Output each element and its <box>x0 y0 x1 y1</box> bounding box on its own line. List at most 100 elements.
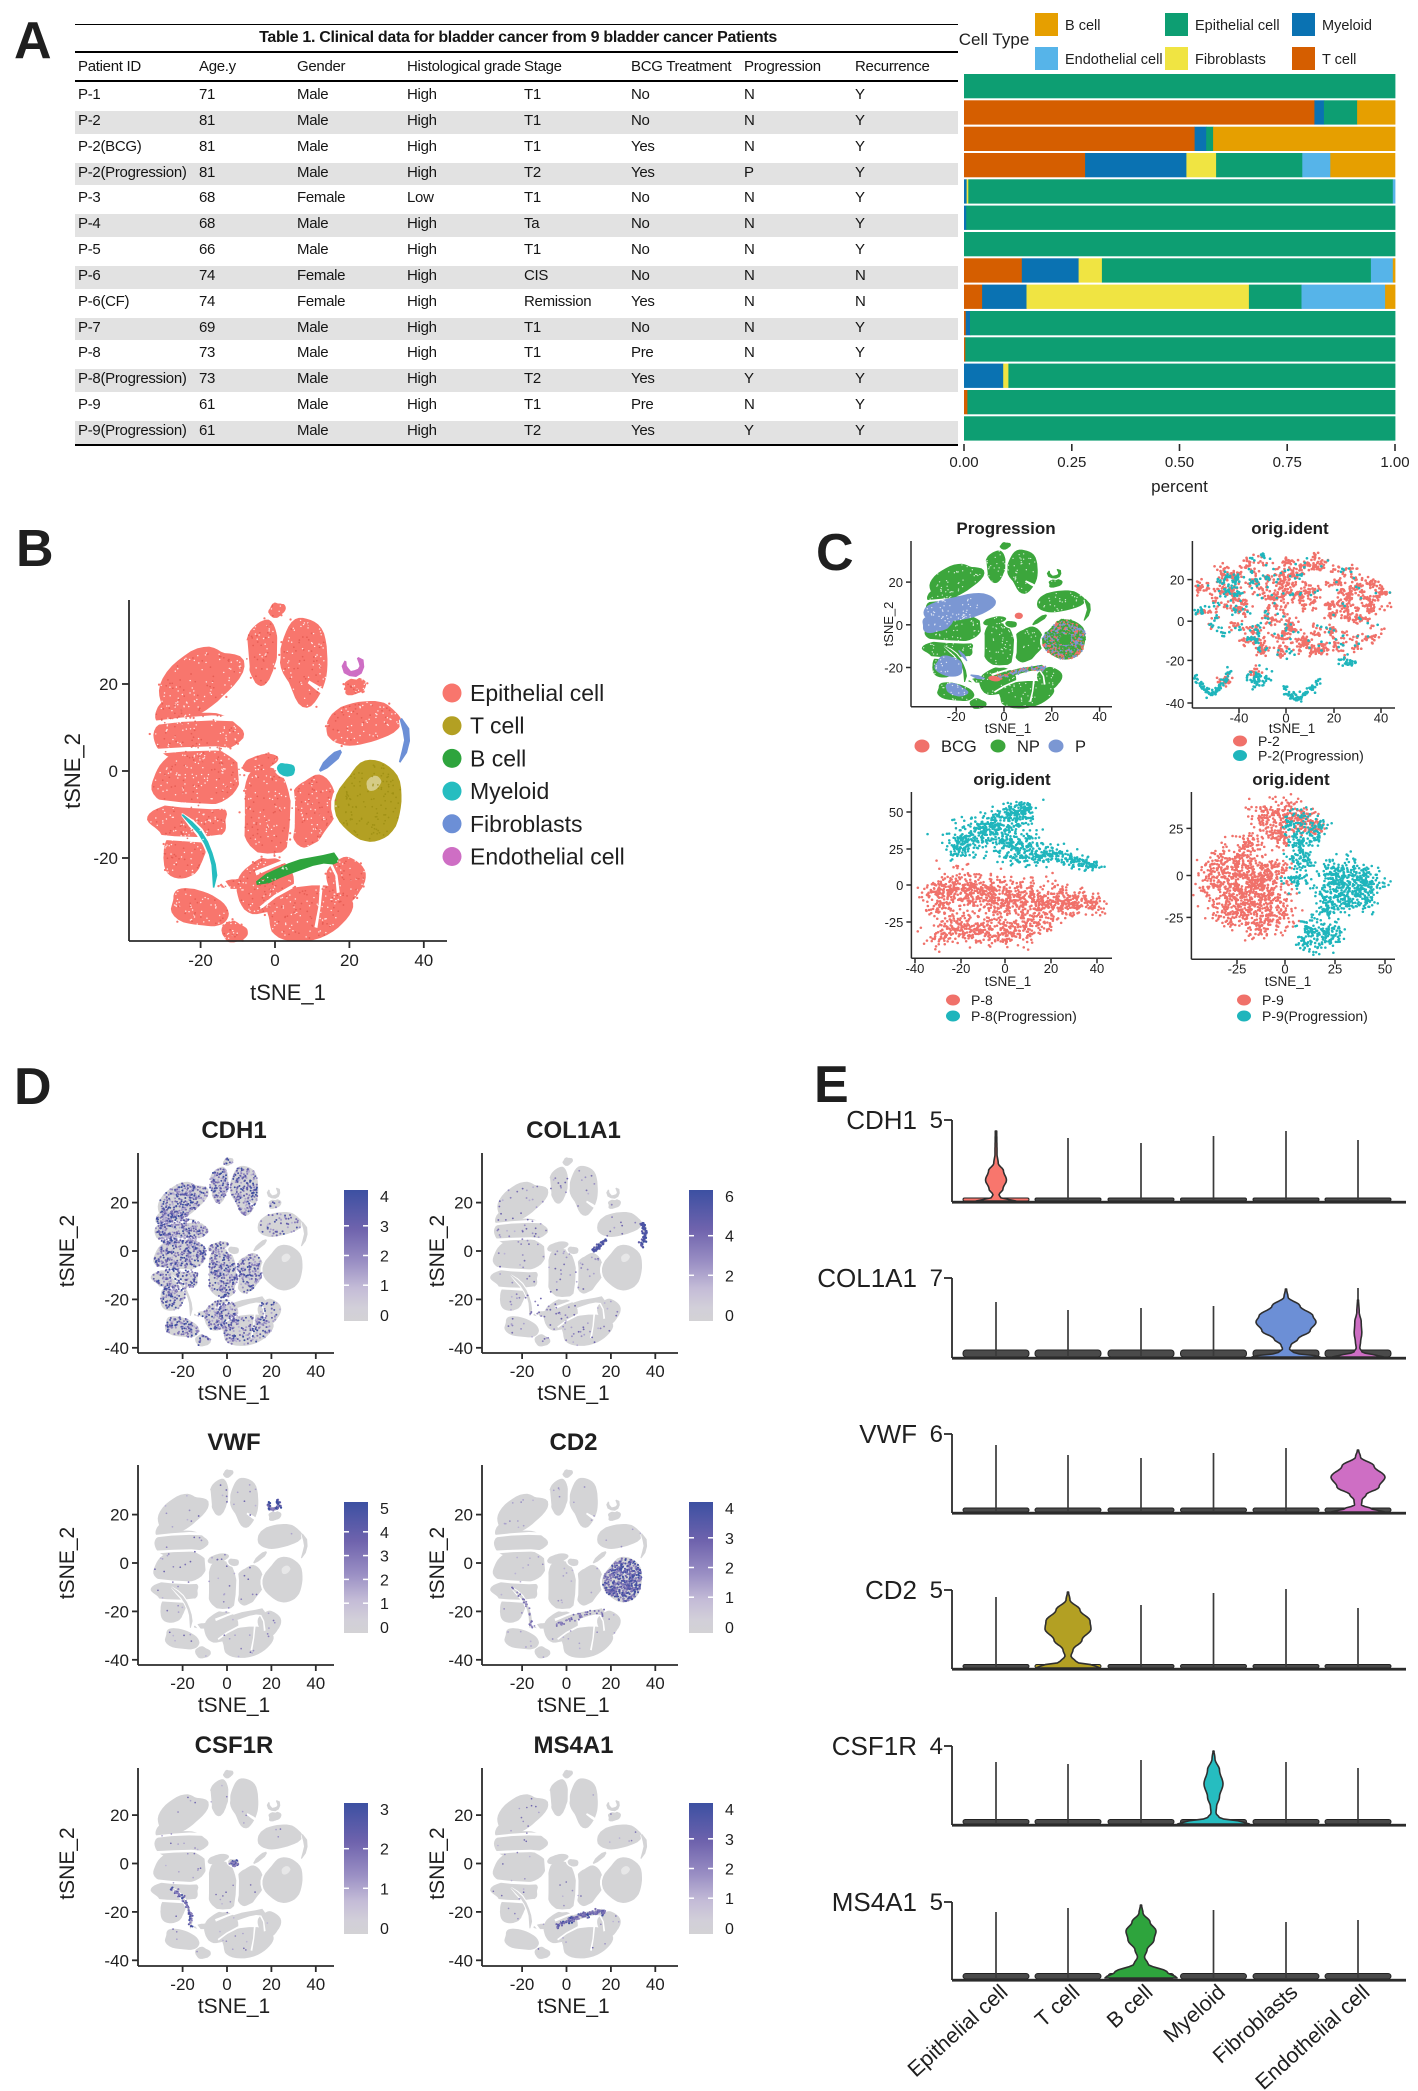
svg-text:0: 0 <box>725 1620 734 1637</box>
svg-text:0: 0 <box>109 762 118 781</box>
svg-text:5: 5 <box>930 1107 943 1134</box>
svg-text:0: 0 <box>120 1554 129 1573</box>
svg-text:tSNE_1: tSNE_1 <box>198 1382 270 1405</box>
svg-text:20: 20 <box>889 575 903 590</box>
svg-text:CDH1: CDH1 <box>846 1105 917 1135</box>
svg-text:0: 0 <box>464 1855 473 1874</box>
svg-text:7: 7 <box>930 1265 943 1292</box>
svg-text:tSNE_1: tSNE_1 <box>198 1995 270 2018</box>
svg-text:VWF: VWF <box>207 1429 260 1456</box>
svg-text:Myeloid: Myeloid <box>470 778 549 804</box>
svg-text:-20: -20 <box>104 1903 129 1922</box>
svg-text:4: 4 <box>380 1189 389 1206</box>
svg-text:P-8: P-8 <box>971 992 993 1008</box>
svg-text:0: 0 <box>1282 711 1289 726</box>
svg-text:P-9(Progression): P-9(Progression) <box>1262 1008 1368 1024</box>
svg-text:-20: -20 <box>170 1674 195 1693</box>
svg-text:Myeloid: Myeloid <box>1159 1980 1230 2047</box>
svg-text:2: 2 <box>380 1572 389 1589</box>
svg-text:-20: -20 <box>947 709 966 724</box>
svg-text:20: 20 <box>1170 573 1184 588</box>
svg-text:-20: -20 <box>448 1903 473 1922</box>
svg-text:NP: NP <box>1017 738 1040 756</box>
svg-text:0: 0 <box>222 1674 231 1693</box>
svg-text:-20: -20 <box>170 1362 195 1381</box>
svg-text:0: 0 <box>380 1620 389 1637</box>
svg-text:5: 5 <box>930 1577 943 1604</box>
svg-text:-20: -20 <box>170 1975 195 1994</box>
svg-text:4: 4 <box>725 1802 734 1819</box>
svg-text:1: 1 <box>380 1278 389 1295</box>
svg-text:-40: -40 <box>1166 696 1185 711</box>
svg-text:6: 6 <box>725 1189 734 1206</box>
svg-text:20: 20 <box>1327 711 1341 726</box>
svg-text:0: 0 <box>896 618 903 633</box>
svg-text:50: 50 <box>1378 962 1392 977</box>
svg-text:CSF1R: CSF1R <box>195 1732 274 1759</box>
svg-text:-40: -40 <box>906 961 925 976</box>
svg-text:0: 0 <box>380 1921 389 1938</box>
svg-text:3: 3 <box>380 1549 389 1566</box>
svg-text:-20: -20 <box>510 1362 535 1381</box>
svg-text:Cell Type: Cell Type <box>959 30 1030 49</box>
svg-text:6: 6 <box>930 1421 943 1448</box>
svg-text:tSNE_2: tSNE_2 <box>426 1827 449 1899</box>
svg-text:0: 0 <box>1000 709 1007 724</box>
svg-text:20: 20 <box>454 1806 473 1825</box>
svg-text:1: 1 <box>725 1891 734 1908</box>
svg-text:tSNE_2: tSNE_2 <box>56 1527 79 1599</box>
svg-text:P-2: P-2 <box>1258 733 1280 749</box>
svg-text:CDH1: CDH1 <box>201 1117 266 1144</box>
svg-text:Fibroblasts: Fibroblasts <box>470 811 582 837</box>
svg-text:orig.ident: orig.ident <box>1251 519 1329 538</box>
svg-text:20: 20 <box>340 951 359 970</box>
svg-text:-20: -20 <box>93 849 118 868</box>
svg-text:orig.ident: orig.ident <box>973 770 1051 789</box>
svg-text:3: 3 <box>725 1531 734 1548</box>
svg-text:orig.ident: orig.ident <box>1252 770 1330 789</box>
svg-text:0.50: 0.50 <box>1165 454 1194 471</box>
svg-text:tSNE_1: tSNE_1 <box>1269 721 1316 736</box>
svg-text:CD2: CD2 <box>865 1575 917 1605</box>
svg-text:1: 1 <box>380 1596 389 1613</box>
svg-text:-25: -25 <box>1165 910 1184 925</box>
svg-text:20: 20 <box>1044 961 1058 976</box>
svg-text:4: 4 <box>930 1733 943 1760</box>
svg-text:Fibroblasts: Fibroblasts <box>1195 52 1266 68</box>
svg-text:-25: -25 <box>1228 962 1247 977</box>
svg-text:0.25: 0.25 <box>1057 454 1086 471</box>
svg-text:CD2: CD2 <box>549 1429 597 1456</box>
svg-text:1.00: 1.00 <box>1380 454 1409 471</box>
svg-text:-20: -20 <box>510 1975 535 1994</box>
svg-text:-20: -20 <box>884 661 903 676</box>
svg-text:tSNE_1: tSNE_1 <box>537 1382 609 1405</box>
svg-text:percent: percent <box>1151 477 1208 496</box>
svg-text:tSNE_2: tSNE_2 <box>426 1215 449 1287</box>
svg-text:E: E <box>814 1056 849 1114</box>
svg-text:0: 0 <box>896 878 903 893</box>
svg-text:tSNE_1: tSNE_1 <box>985 721 1032 736</box>
svg-text:25: 25 <box>1169 821 1183 836</box>
svg-text:4: 4 <box>725 1229 734 1246</box>
svg-text:20: 20 <box>601 1975 620 1994</box>
svg-text:0: 0 <box>562 1674 571 1693</box>
svg-text:P-9: P-9 <box>1262 992 1284 1008</box>
svg-text:40: 40 <box>306 1674 325 1693</box>
svg-text:CSF1R: CSF1R <box>832 1731 917 1761</box>
svg-text:40: 40 <box>1090 961 1104 976</box>
svg-text:3: 3 <box>380 1802 389 1819</box>
svg-text:B: B <box>16 520 54 578</box>
svg-text:0: 0 <box>1001 961 1008 976</box>
svg-text:40: 40 <box>414 951 433 970</box>
svg-text:40: 40 <box>306 1975 325 1994</box>
svg-text:0: 0 <box>380 1308 389 1325</box>
svg-text:tSNE_1: tSNE_1 <box>537 1694 609 1717</box>
svg-text:0.75: 0.75 <box>1273 454 1302 471</box>
svg-text:2: 2 <box>380 1249 389 1266</box>
svg-text:40: 40 <box>306 1362 325 1381</box>
svg-text:-40: -40 <box>104 1651 129 1670</box>
svg-text:25: 25 <box>1328 962 1342 977</box>
svg-text:tSNE_1: tSNE_1 <box>198 1694 270 1717</box>
svg-text:-40: -40 <box>448 1339 473 1358</box>
svg-text:-20: -20 <box>104 1290 129 1309</box>
